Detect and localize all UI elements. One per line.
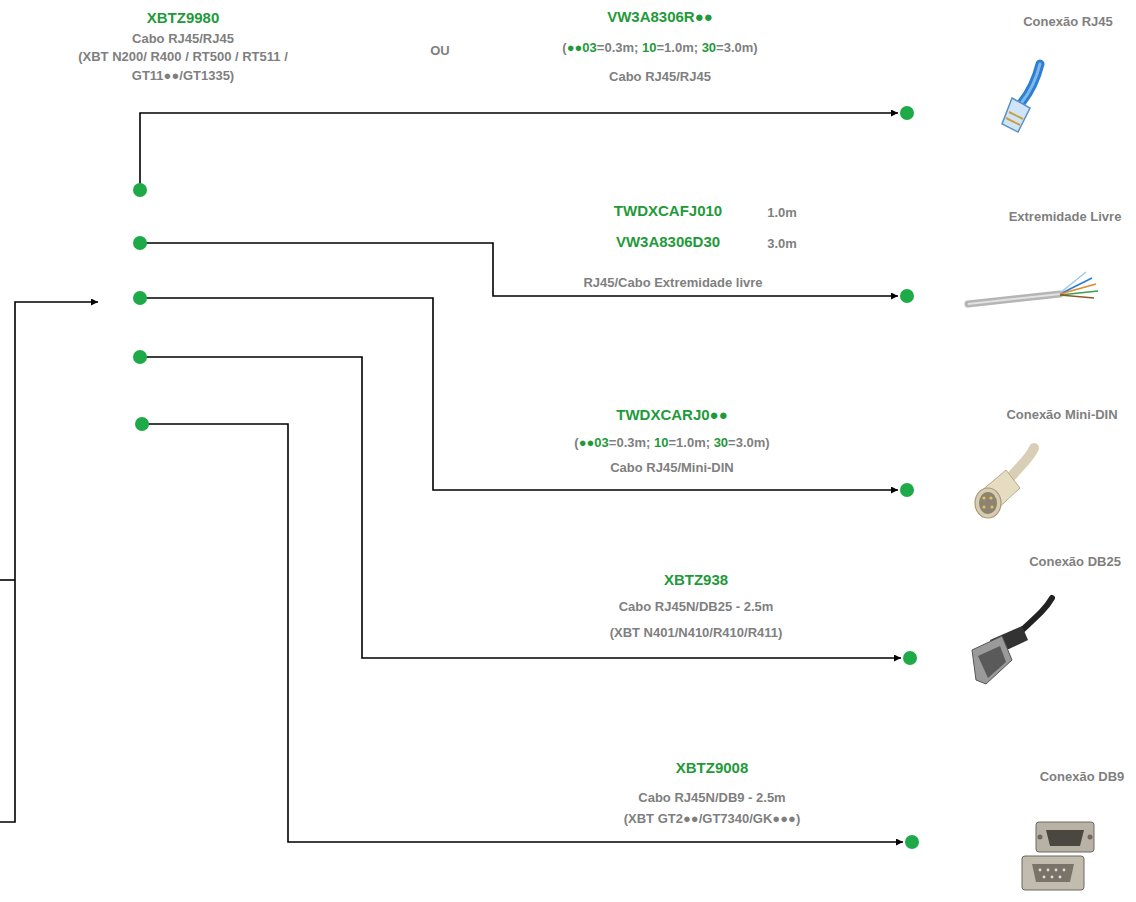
- part-number: TWDXCARJ0●●: [572, 405, 772, 424]
- db25-picture: [972, 598, 1052, 684]
- part-number: XBTZ938: [596, 570, 796, 589]
- cable-line: [0, 579, 15, 581]
- connection-dot: [905, 835, 919, 849]
- mini-din-picture: [975, 448, 1034, 518]
- cable-description: OU: [420, 41, 460, 60]
- connection-dot: [133, 291, 147, 305]
- connection-type: Conexão DB9: [1037, 765, 1128, 787]
- connection-type: Extremidade Livre: [1006, 205, 1125, 227]
- part-number: VW3A8306D30: [588, 232, 748, 251]
- cable-description: 1.0m: [757, 203, 807, 222]
- cable-description: Cabo RJ45N/DB25 - 2.5m: [566, 597, 826, 616]
- connection-dot: [903, 651, 917, 665]
- connection-name: Extremidade Livre: [1009, 209, 1122, 224]
- part-number: XBTZ9008: [612, 758, 812, 777]
- connection-dot: [133, 350, 147, 364]
- cable-description: Cabo RJ45/RJ45: [83, 29, 283, 48]
- cable-description: (XBT N401/N410/R410/R411): [561, 623, 831, 642]
- connection-dot: [900, 483, 914, 497]
- cable-line: [140, 113, 898, 190]
- part-number: TWDXCAFJ010: [588, 201, 748, 220]
- cable-description: Cabo RJ45N/DB9 - 2.5m: [582, 788, 842, 807]
- connection-dot: [900, 289, 914, 303]
- connection-dot: [133, 236, 147, 250]
- cable-description: (●●03=0.3m; 10=1.0m; 30=3.0m): [525, 38, 795, 57]
- rj45-picture: [1002, 64, 1040, 132]
- cable-line: [0, 302, 98, 822]
- connection-name: Conexão Mini-DIN: [1006, 407, 1117, 422]
- connection-dot: [135, 417, 149, 431]
- cable-line: [142, 424, 903, 842]
- db9-picture: [1022, 822, 1094, 890]
- connection-name: Conexão DB9: [1040, 769, 1125, 784]
- cable-description: (XBT GT2●●/GT7340/GK●●●): [567, 809, 857, 828]
- cable-description: 3.0m: [757, 234, 807, 253]
- connection-type: Conexão Mini-DIN: [1003, 403, 1120, 425]
- cable-description: RJ45/Cabo Extremidade livre: [538, 273, 808, 292]
- cable-line: [140, 298, 898, 490]
- connection-name: Conexão DB25: [1029, 554, 1121, 569]
- cable-description: (●●03=0.3m; 10=1.0m; 30=3.0m): [537, 433, 807, 452]
- part-number: XBTZ9980: [83, 8, 283, 27]
- free-end-picture: [968, 272, 1098, 304]
- connection-dot: [900, 106, 914, 120]
- cable-description: Cabo RJ45/RJ45: [560, 67, 760, 86]
- part-number: VW3A8306R●●: [560, 7, 760, 26]
- cable-description: Cabo RJ45/Mini-DIN: [562, 458, 782, 477]
- cable-line: [140, 357, 901, 658]
- cable-description: (XBT N200/ R400 / RT500 / RT511 / GT11●●…: [37, 47, 329, 85]
- connection-name: Conexão RJ45: [1023, 14, 1113, 29]
- connection-type: Conexão RJ45: [1020, 10, 1116, 32]
- connection-dot: [133, 183, 147, 197]
- connection-type: Conexão DB25: [1026, 550, 1124, 572]
